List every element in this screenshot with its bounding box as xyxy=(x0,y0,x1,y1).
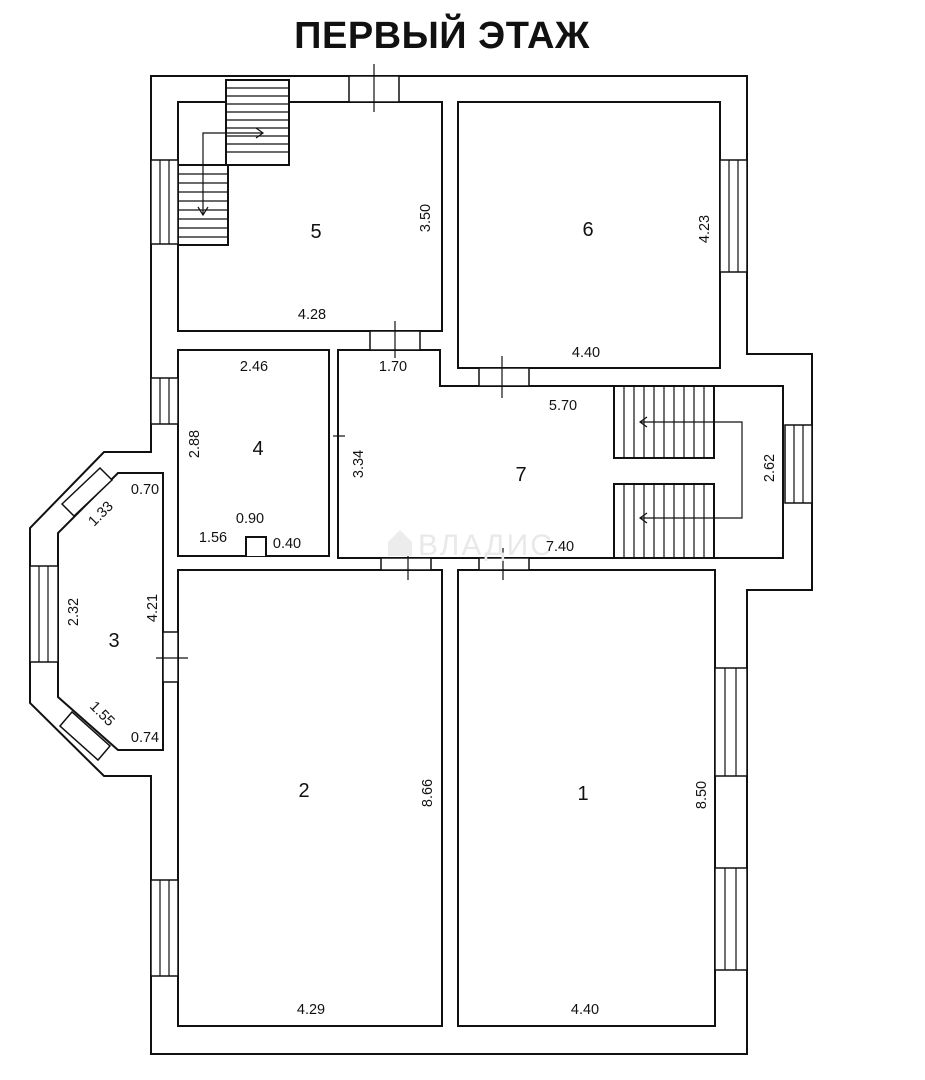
room-5-length: 3.50 xyxy=(418,204,434,232)
room-4-notch-width: 0.90 xyxy=(236,511,264,527)
watermark-text: ВЛАДИС xyxy=(418,529,554,562)
room-2-outline xyxy=(177,569,443,1027)
room-4-notch xyxy=(245,536,267,556)
room-4-right-segment: 0.40 xyxy=(273,536,301,552)
room-label-3: 3 xyxy=(108,630,119,652)
room-3-lower-edge: 0.74 xyxy=(131,730,159,746)
windows xyxy=(29,64,813,977)
room-5-width: 4.28 xyxy=(298,307,326,323)
room-6-length: 4.23 xyxy=(697,215,713,243)
room-label-1: 1 xyxy=(577,783,588,805)
staircase-room-7 xyxy=(613,385,743,559)
room-4-width: 2.46 xyxy=(240,359,268,375)
plan-title: ПЕРВЫЙ ЭТАЖ xyxy=(294,12,590,57)
room-label-2: 2 xyxy=(298,780,309,802)
room-3-depth: 4.21 xyxy=(145,594,161,622)
doors xyxy=(156,321,530,683)
room-6-width: 4.40 xyxy=(572,345,600,361)
room-2-length: 8.66 xyxy=(420,779,436,807)
staircase-room-5 xyxy=(177,79,290,246)
room-1-outline xyxy=(457,569,716,1027)
room-label-4: 4 xyxy=(252,438,263,460)
room-1-length: 8.50 xyxy=(694,781,710,809)
room-label-5: 5 xyxy=(310,221,321,243)
room-2-width: 4.29 xyxy=(297,1002,325,1018)
room-6-outline xyxy=(457,101,721,369)
room-7-mid-width: 5.70 xyxy=(549,398,577,414)
room-3-outline xyxy=(57,472,164,751)
room-label-7: 7 xyxy=(515,464,526,486)
room-7-left-length: 3.34 xyxy=(351,450,367,478)
room-1-width: 4.40 xyxy=(571,1002,599,1018)
room-7-right-length: 2.62 xyxy=(762,454,778,482)
room-4-length: 2.88 xyxy=(187,430,203,458)
watermark: ВЛАДИС xyxy=(388,529,554,562)
room-7-upper-width: 1.70 xyxy=(379,359,407,375)
room-7-bottom-width: 7.40 xyxy=(546,539,574,555)
room-label-6: 6 xyxy=(582,219,593,241)
room-3-front: 2.32 xyxy=(66,598,82,626)
room-4-outline xyxy=(177,349,330,557)
room-4-left-segment: 1.56 xyxy=(199,530,227,546)
room-3-upper-edge: 0.70 xyxy=(131,482,159,498)
